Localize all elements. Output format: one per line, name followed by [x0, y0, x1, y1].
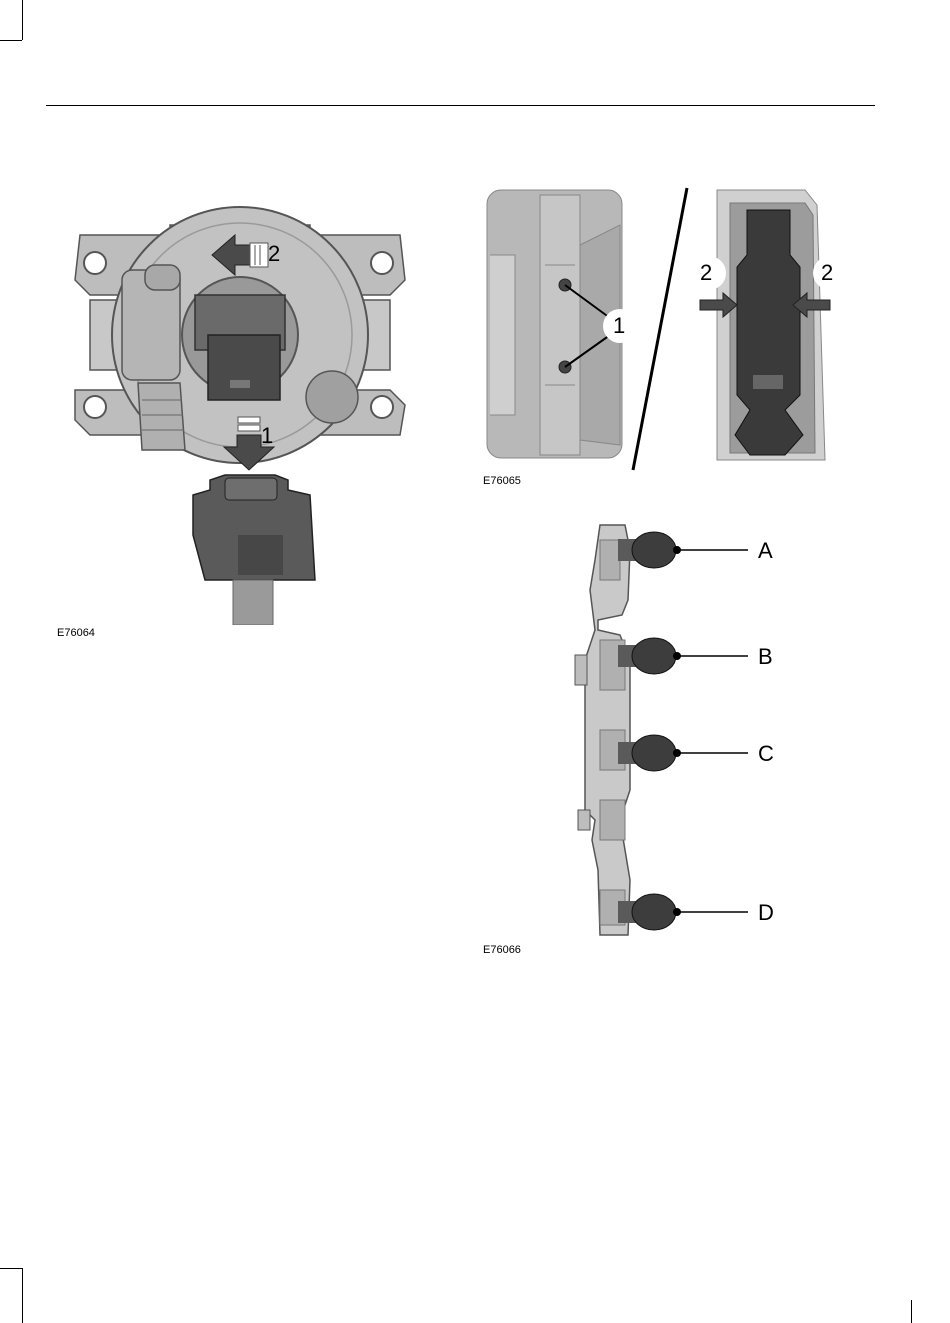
figure-fog-lamp: 2 1 — [60, 195, 420, 625]
callout-c: C — [758, 741, 774, 767]
callout-b: B — [758, 644, 773, 670]
figure-code: E76064 — [57, 627, 95, 639]
figure-code: E76065 — [483, 475, 521, 487]
crop-mark-top-left-vertical — [22, 0, 23, 40]
figure-bulb-carrier: A B C D — [570, 520, 790, 940]
fog-lamp-illustration — [60, 195, 420, 625]
callout-2-right: 2 — [821, 260, 833, 286]
crop-mark-bottom-right-vertical — [911, 1300, 912, 1323]
rear-lamp-illustration — [485, 185, 845, 475]
callout-2-left: 2 — [700, 260, 712, 286]
crop-mark-bottom-left-vertical — [22, 1268, 23, 1323]
callout-1: 1 — [261, 423, 273, 449]
callout-1: 1 — [613, 313, 625, 339]
callout-2: 2 — [268, 241, 280, 267]
header-rule — [46, 105, 875, 106]
figure-rear-lamp-removal: 1 2 2 — [485, 185, 845, 475]
crop-mark-bottom-left-horizontal — [0, 1268, 22, 1269]
callout-a: A — [758, 538, 773, 564]
crop-mark-top-left-horizontal — [0, 40, 22, 41]
bulb-carrier-illustration — [570, 520, 790, 940]
figure-code: E76066 — [483, 944, 521, 956]
callout-d: D — [758, 900, 774, 926]
